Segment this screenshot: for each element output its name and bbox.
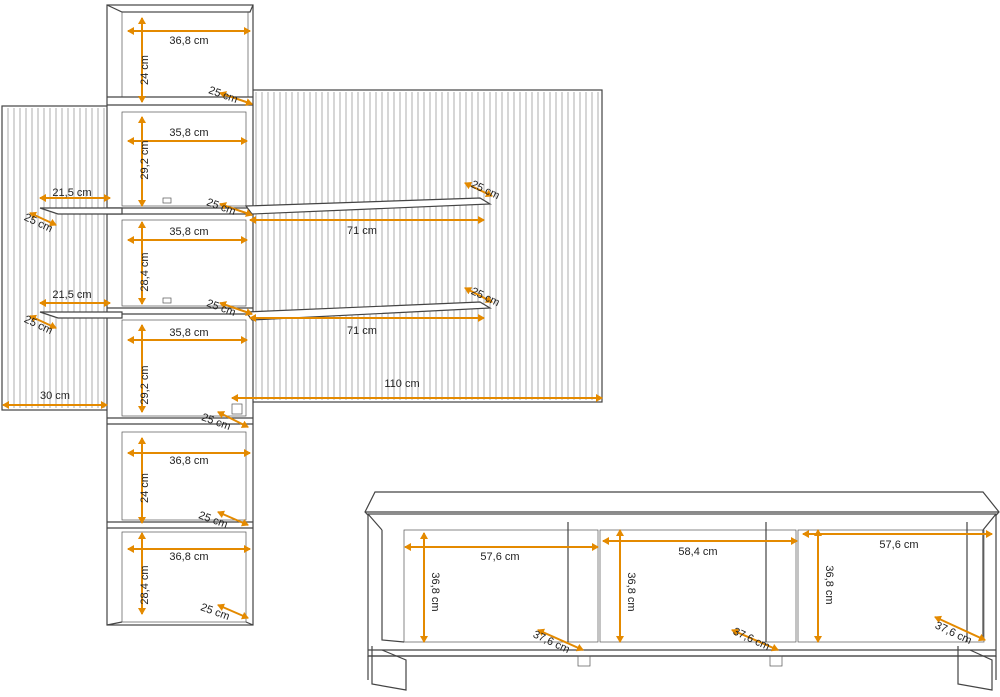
- dimension-label-left-shelf2-width: 21,5 cm: [52, 289, 91, 301]
- dimension-label-cabinet-right-height: 36,8 cm: [823, 565, 835, 604]
- dimension-line-right-shelf2-depth: [464, 287, 493, 303]
- tv-cabinet: [364, 491, 1000, 691]
- dimension-label-lower-box-height: 29,2 cm: [139, 365, 151, 404]
- dimension-label-top-box-height: 24 cm: [139, 55, 151, 85]
- dimension-label-upper-box-width: 35,8 cm: [169, 127, 208, 139]
- dimension-label-right-shelf2-width: 71 cm: [347, 325, 377, 337]
- dimension-label-bottom-box1-width: 36,8 cm: [169, 455, 208, 467]
- dimension-line-left-shelf2-depth: [29, 314, 57, 330]
- dimension-line-bottom-box1-depth: [217, 510, 249, 527]
- dimension-label-bottom-box1-height: 24 cm: [139, 473, 151, 503]
- dimension-label-lower-box-width: 35,8 cm: [169, 327, 208, 339]
- dimension-label-right-shelf1-width: 71 cm: [347, 225, 377, 237]
- dimension-line-center-shelf2-depth: [219, 301, 253, 316]
- dimension-label-upper-box-height: 29,2 cm: [139, 140, 151, 179]
- dimension-label-cabinet-middle-width: 58,4 cm: [678, 546, 717, 558]
- dimension-label-left-shelf1-width: 21,5 cm: [52, 187, 91, 199]
- dimension-label-cabinet-left-height: 36,8 cm: [429, 572, 441, 611]
- dimension-label-middle-box-width: 35,8 cm: [169, 226, 208, 238]
- dimension-line-cabinet-right-depth: [934, 615, 986, 642]
- dimension-line-cabinet-left-depth: [537, 628, 584, 652]
- dimension-label-cabinet-left-width: 57,6 cm: [480, 551, 519, 563]
- dimension-label-cabinet-right-width: 57,6 cm: [879, 539, 918, 551]
- right-fluted-panel: [231, 89, 603, 403]
- dimension-label-bottom-box2-width: 36,8 cm: [169, 551, 208, 563]
- dimension-line-left-shelf1-depth: [29, 211, 57, 227]
- dimension-line-center-shelf1-depth: [219, 202, 253, 217]
- dimension-line-top-box-depth: [219, 91, 253, 106]
- left-fluted-panel: [1, 105, 109, 411]
- dimension-line-right-shelf1-depth: [464, 181, 493, 198]
- dimension-line-cabinet-middle-depth: [731, 628, 779, 652]
- dimension-line-bottom-box2-depth: [217, 603, 249, 620]
- dimension-label-right-panel-width: 110 cm: [384, 378, 419, 390]
- dimension-line-lower-unit-depth: [217, 411, 249, 428]
- dimension-label-cabinet-middle-height: 36,8 cm: [625, 572, 637, 611]
- dimension-label-left-panel-width: 30 cm: [40, 390, 70, 402]
- dimension-label-middle-box-height: 28,4 cm: [139, 252, 151, 291]
- dimension-label-bottom-box2-height: 28,4 cm: [139, 565, 151, 604]
- dimension-label-top-box-width: 36,8 cm: [169, 35, 208, 47]
